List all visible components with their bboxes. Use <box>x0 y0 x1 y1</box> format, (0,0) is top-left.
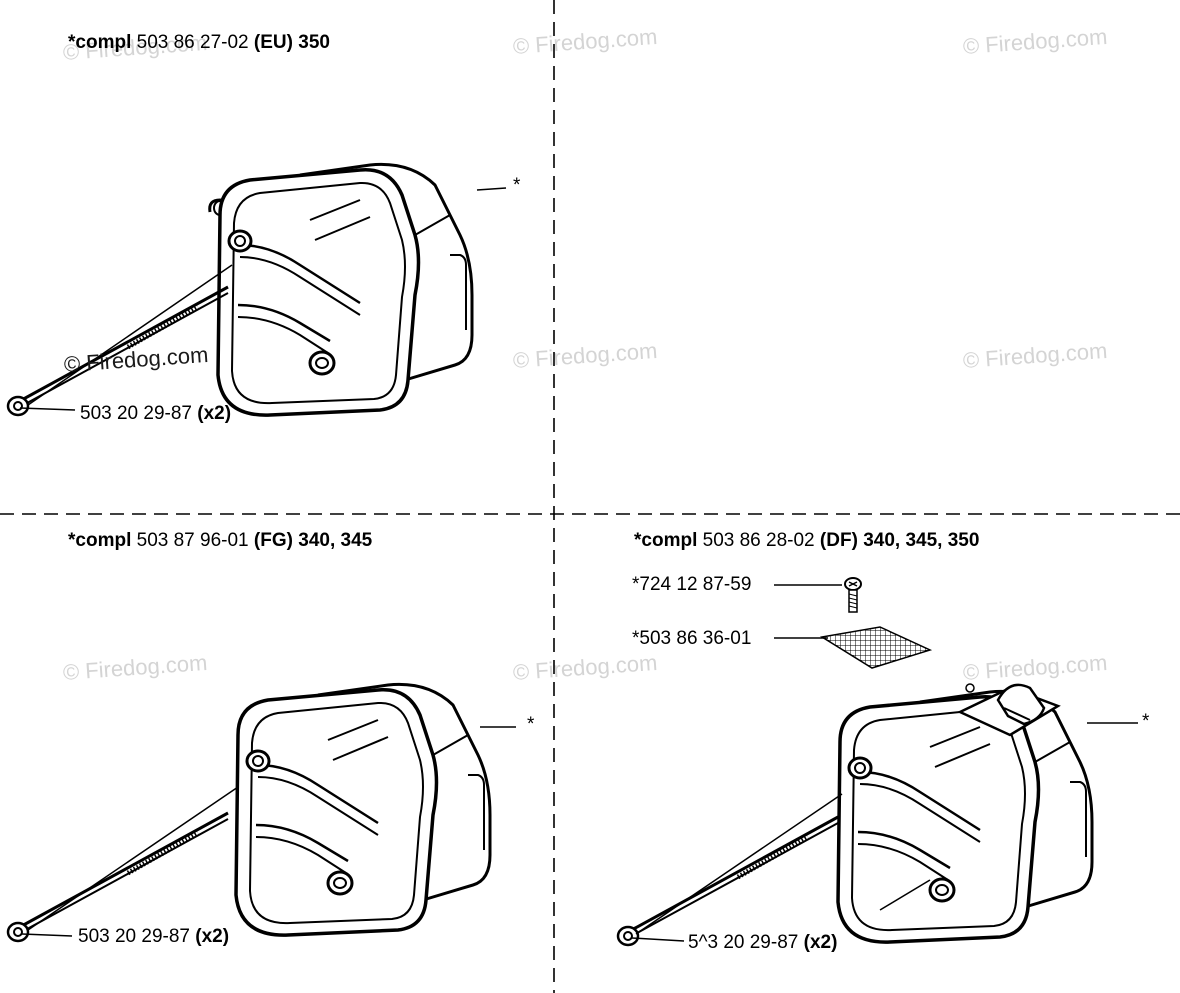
quantity: (x2) <box>195 926 230 947</box>
part-number: 503 87 96-01 <box>136 530 249 551</box>
callout-star: * <box>513 175 521 196</box>
heading-prefix: *compl <box>634 530 698 551</box>
models: 340, 345, 350 <box>863 530 980 551</box>
part-number: 503 20 29-87 <box>78 926 190 947</box>
callout-bolt: 5^3 20 29-87 (x2) <box>688 932 837 954</box>
muffler-eu <box>208 162 474 417</box>
heading-fg: *compl 503 87 96-01 (FG) 340, 345 <box>68 530 372 552</box>
variant: (EU) <box>253 32 293 53</box>
heading-prefix: *compl <box>68 530 132 551</box>
muffler-fg <box>234 682 492 937</box>
part-number: 503 86 28-02 <box>702 530 815 551</box>
quantity: (x2) <box>197 403 232 424</box>
heading-prefix: *compl <box>68 32 132 53</box>
heading-df: *compl 503 86 28-02 (DF) 340, 345, 350 <box>634 530 979 552</box>
variant: (FG) <box>253 530 293 551</box>
variant: (DF) <box>819 530 858 551</box>
spark-screen <box>819 626 933 669</box>
part-number: 503 86 27-02 <box>136 32 249 53</box>
models: 340, 345 <box>298 530 373 551</box>
callout-star: * <box>1142 711 1150 732</box>
heading-eu: *compl 503 86 27-02 (EU) 350 <box>68 32 330 54</box>
models: 350 <box>298 32 330 53</box>
part-number: 503 20 29-87 <box>80 403 192 424</box>
muffler-df <box>836 683 1094 944</box>
callout-screw: *724 12 87-59 <box>632 574 752 595</box>
callout-star: * <box>527 714 535 735</box>
part-number: 5^3 20 29-87 <box>688 932 799 953</box>
screw-icon <box>844 577 862 613</box>
callout-screen: *503 86 36-01 <box>632 628 752 649</box>
callout-bolt: 503 20 29-87 (x2) <box>78 926 229 948</box>
callout-bolt: 503 20 29-87 (x2) <box>80 403 231 425</box>
quantity: (x2) <box>803 932 838 953</box>
